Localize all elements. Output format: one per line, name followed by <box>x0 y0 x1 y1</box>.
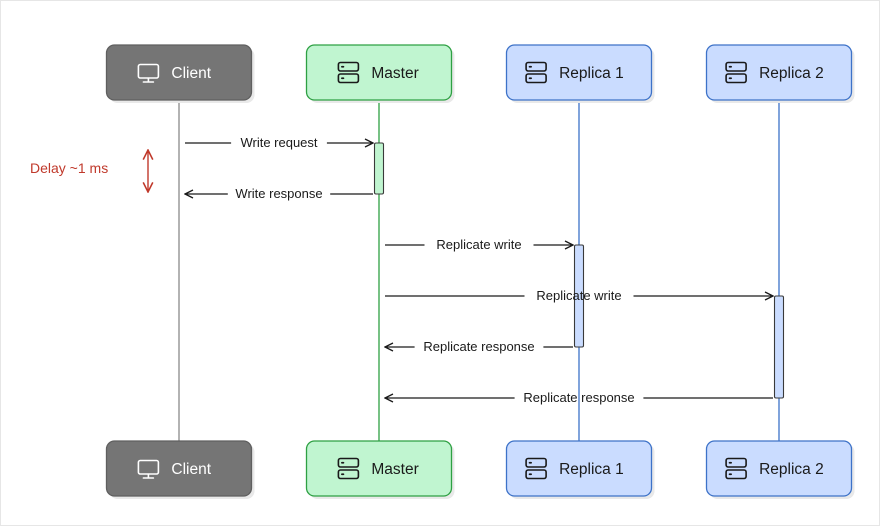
participant-label: Master <box>371 65 418 82</box>
participant-label: Replica 2 <box>759 461 824 478</box>
server-icon <box>337 457 360 480</box>
participant-box <box>105 440 253 497</box>
participant-label: Replica 1 <box>559 65 624 82</box>
participant-replica1-bottom: Replica 1 <box>505 440 655 499</box>
monitor-icon <box>137 459 160 479</box>
message-label: Replicate write <box>436 237 521 252</box>
participant-label: Replica 2 <box>759 65 824 82</box>
server-icon <box>525 61 547 84</box>
participant-master-bottom: Master <box>305 440 455 499</box>
participant-box <box>505 44 653 101</box>
message-0: Write request <box>185 135 373 150</box>
message-label: Replicate response <box>423 339 534 354</box>
message-1: Write response <box>185 186 373 201</box>
activation-bar-replica1 <box>573 244 585 348</box>
delay-label: Delay ~1 ms <box>30 160 108 176</box>
message-5: Replicate response <box>385 390 773 405</box>
delay-annotation: Delay ~1 ms <box>30 150 148 192</box>
participant-box <box>105 44 253 101</box>
participant-master-top: Master <box>305 44 455 103</box>
activation-bar-master <box>373 142 385 195</box>
activation-bars <box>373 142 785 399</box>
monitor-icon <box>137 63 160 83</box>
activation-bar-replica2 <box>773 295 785 399</box>
message-3: Replicate write <box>385 288 773 303</box>
participant-replica2-bottom: Replica 2 <box>705 440 855 499</box>
message-label: Replicate write <box>536 288 621 303</box>
server-icon <box>725 457 747 480</box>
participant-client-bottom: Client <box>105 440 255 499</box>
message-label: Write request <box>240 135 317 150</box>
participant-replica2-top: Replica 2 <box>705 44 855 103</box>
server-icon <box>337 61 360 84</box>
server-icon <box>725 61 747 84</box>
participant-label: Replica 1 <box>559 461 624 478</box>
participant-replica1-top: Replica 1 <box>505 44 655 103</box>
participant-box <box>505 440 653 497</box>
participant-box <box>305 44 453 101</box>
message-4: Replicate response <box>385 339 573 354</box>
participant-label: Master <box>371 461 418 478</box>
message-label: Replicate response <box>523 390 634 405</box>
message-2: Replicate write <box>385 237 573 252</box>
message-label: Write response <box>235 186 322 201</box>
participant-label: Client <box>171 65 211 82</box>
lifelines <box>178 100 780 441</box>
participant-box <box>305 440 453 497</box>
participant-label: Client <box>171 461 211 478</box>
participant-client-top: Client <box>105 44 255 103</box>
server-icon <box>525 457 547 480</box>
participant-box <box>705 440 853 497</box>
participant-box <box>705 44 853 101</box>
